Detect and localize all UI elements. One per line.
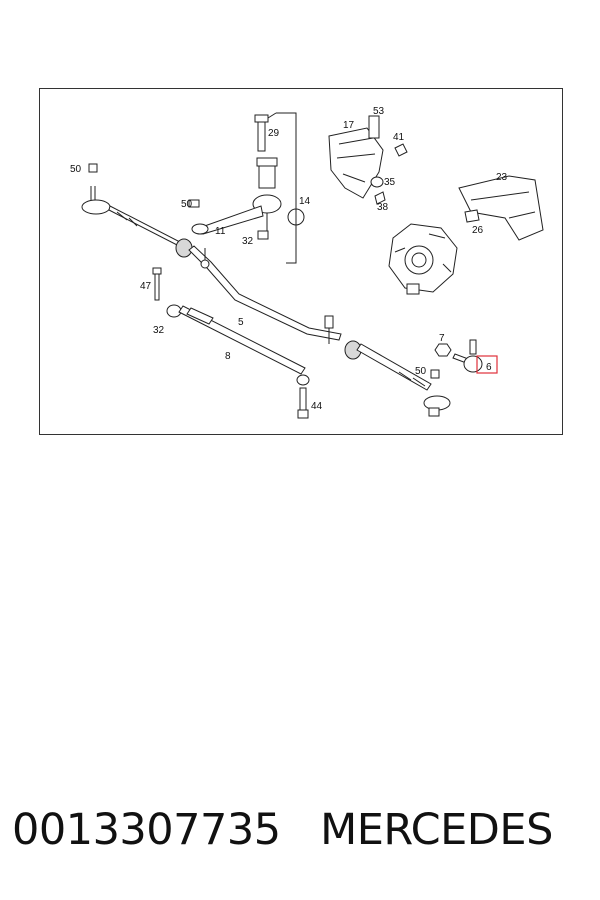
callout-label: 11 <box>215 226 226 237</box>
callout-label: 32 <box>153 325 165 336</box>
steering-damper <box>152 267 310 419</box>
callout-label: 53 <box>373 106 385 117</box>
callout-labels: 50 29 53 17 41 35 38 23 50 14 11 32 26 4… <box>70 106 508 412</box>
callout-label: 14 <box>299 196 311 207</box>
callout-label: 23 <box>496 172 508 183</box>
callout-label: 35 <box>384 177 396 188</box>
callout-label: 17 <box>343 120 355 131</box>
callout-label: 44 <box>311 401 323 412</box>
callout-label: 32 <box>242 236 254 247</box>
callout-label: 7 <box>439 333 445 344</box>
bracket-assembly <box>328 115 408 205</box>
parts-diagram: 50 29 53 17 41 35 38 23 50 14 11 32 26 4… <box>39 88 563 435</box>
mounting-bracket <box>458 175 544 241</box>
tie-rod-right <box>344 340 452 417</box>
highlight-box <box>476 355 498 374</box>
part-number: 0013307735 <box>12 805 281 855</box>
drag-link <box>188 245 342 344</box>
callout-label: 41 <box>393 132 405 143</box>
callout-label: 6 <box>486 362 492 373</box>
callout-label: 50 <box>70 164 82 175</box>
callout-label: 50 <box>181 199 193 210</box>
tie-rod-end-highlighted <box>452 339 498 374</box>
steering-gear <box>388 223 458 295</box>
part-caption: 0013307735 MERCEDES <box>12 800 592 860</box>
callout-label: 38 <box>377 202 389 213</box>
callout-label: 29 <box>268 128 280 139</box>
tie-rod-left <box>108 205 193 258</box>
callout-label: 50 <box>415 366 427 377</box>
callout-label: 8 <box>225 351 231 362</box>
callout-label: 47 <box>140 281 152 292</box>
callout-label: 5 <box>238 317 244 328</box>
brand-name: MERCEDES <box>320 805 553 855</box>
callout-label: 26 <box>472 225 484 236</box>
idler-arm-assembly <box>188 112 305 264</box>
